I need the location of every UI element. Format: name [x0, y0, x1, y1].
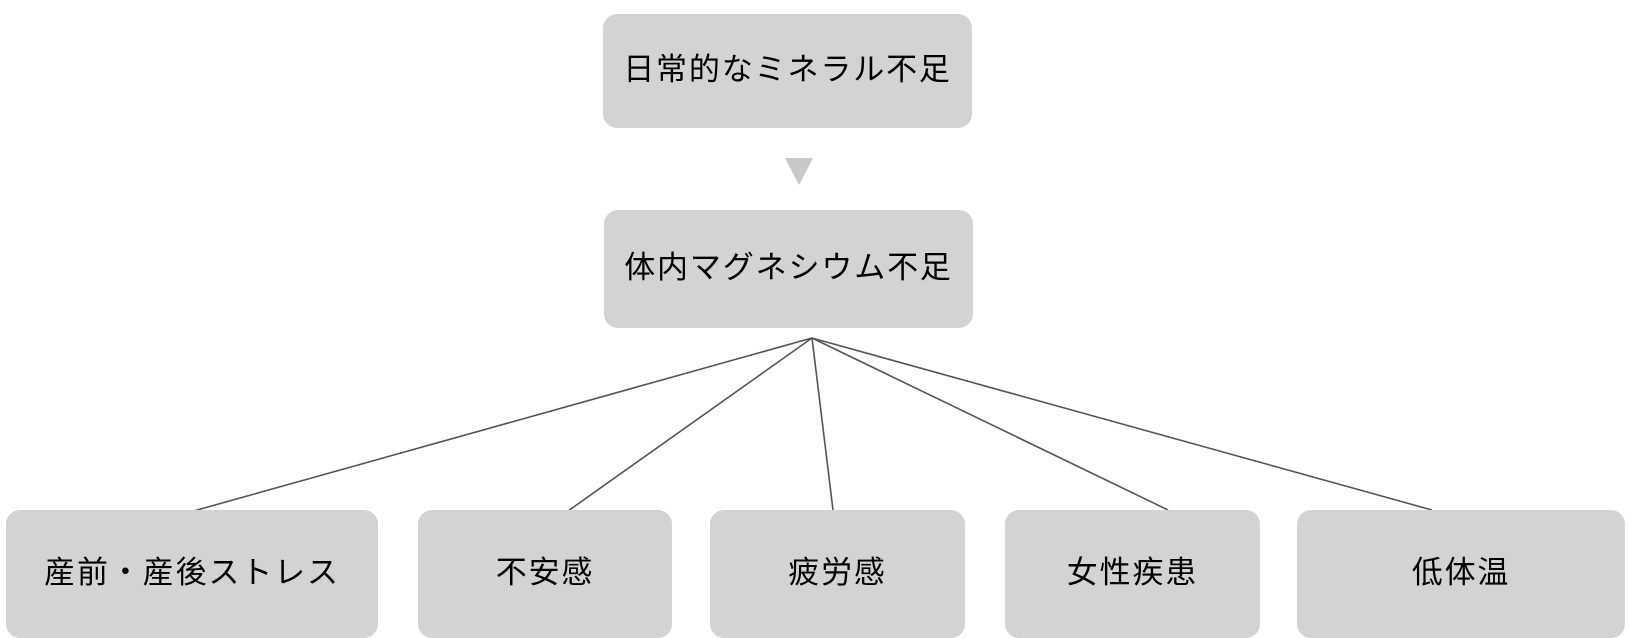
connector-line-5: [811, 337, 1433, 511]
node-leaf-4[interactable]: 女性疾患: [1005, 510, 1260, 638]
node-root-label: 日常的なミネラル不足: [623, 52, 952, 89]
node-leaf-3-label: 疲労感: [788, 555, 887, 592]
node-second[interactable]: 体内マグネシウム不足: [604, 210, 973, 328]
connector-line-2: [567, 337, 813, 512]
node-leaf-5-label: 低体温: [1411, 555, 1511, 592]
node-leaf-2[interactable]: 不安感: [418, 510, 672, 638]
node-leaf-4-label: 女性疾患: [1066, 555, 1199, 592]
connector-lines: [189, 337, 1433, 513]
node-leaf-1-label: 産前・産後ストレス: [44, 555, 340, 592]
connector-line-4: [811, 337, 1169, 511]
connector-line-1: [189, 337, 813, 513]
node-leaf-1[interactable]: 産前・産後ストレス: [6, 510, 378, 638]
node-leaf-3[interactable]: 疲労感: [710, 510, 965, 638]
node-leaf-5[interactable]: 低体温: [1297, 510, 1625, 638]
node-root[interactable]: 日常的なミネラル不足: [603, 14, 972, 128]
node-second-label: 体内マグネシウム不足: [624, 250, 953, 287]
connector-line-3: [811, 337, 834, 511]
node-leaf-2-label: 不安感: [495, 555, 595, 592]
triangle-down-icon: [785, 158, 813, 185]
